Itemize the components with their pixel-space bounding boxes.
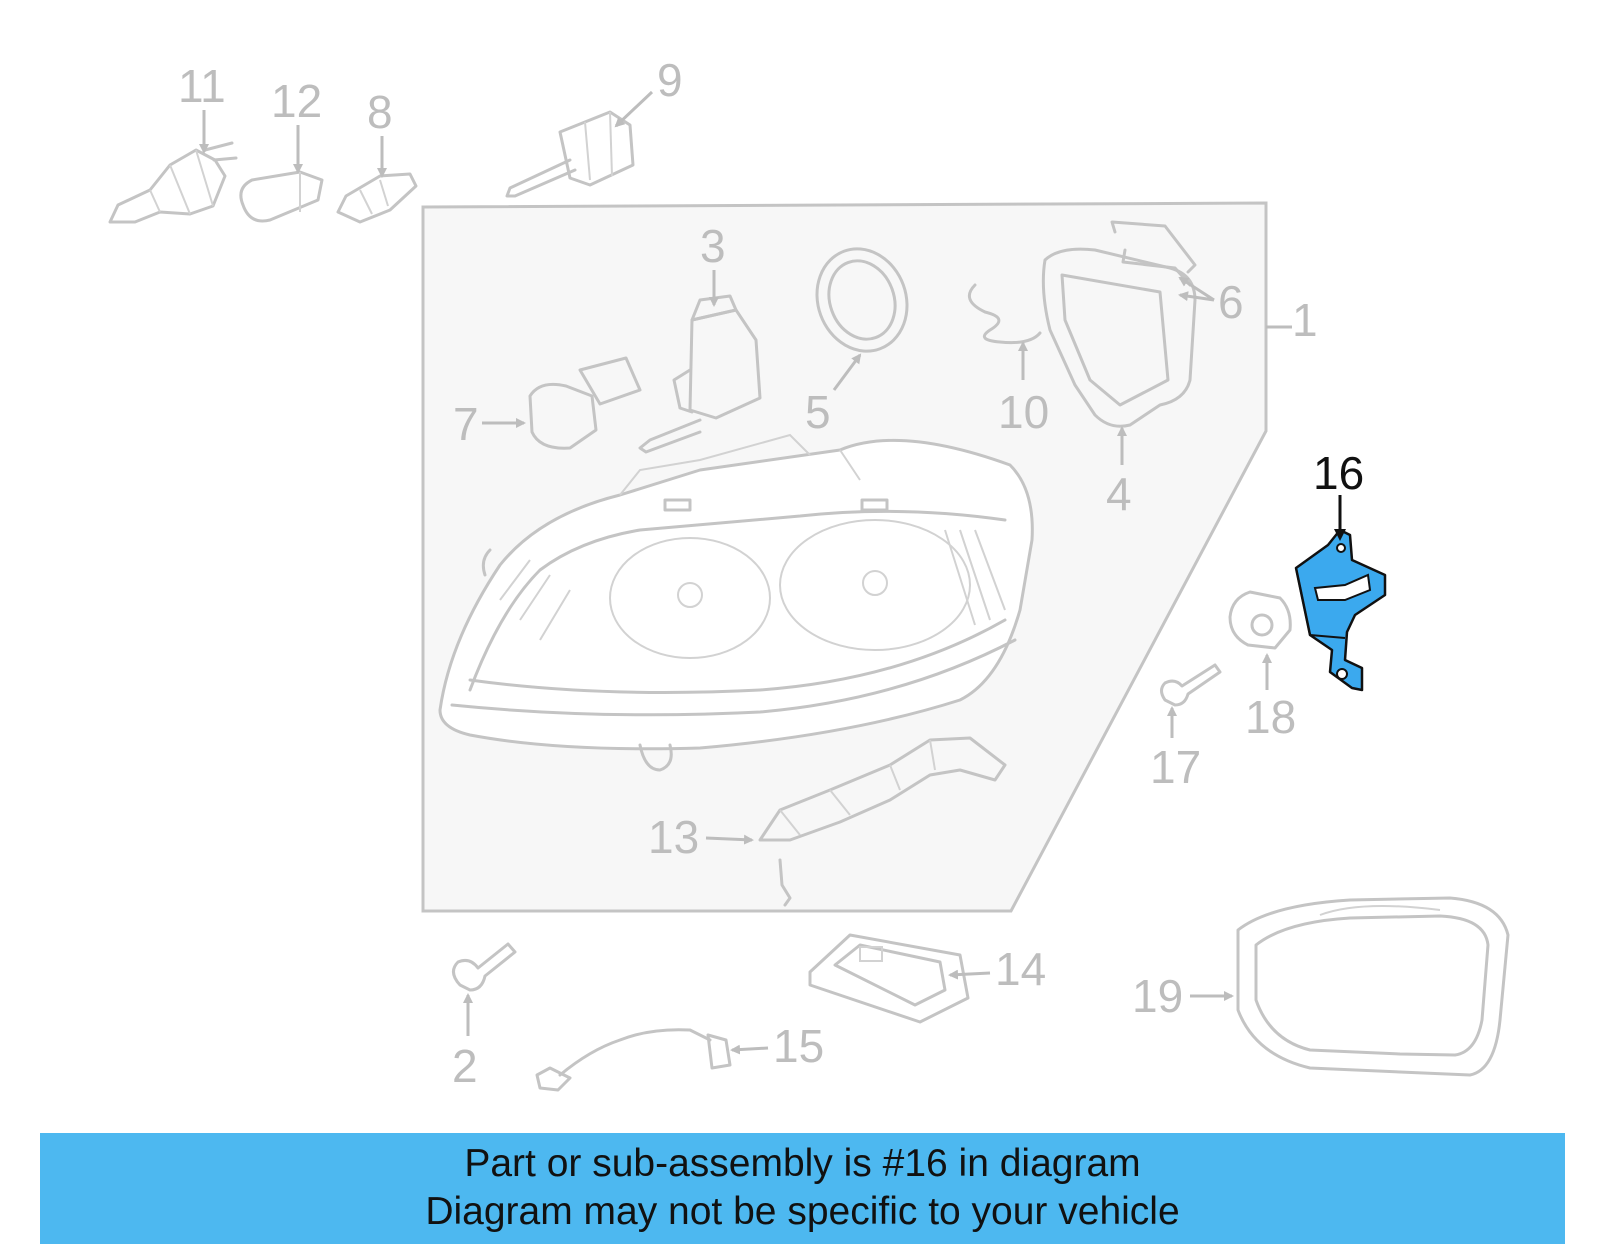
bracket-part-16-highlighted	[1294, 528, 1387, 692]
callout-12: 12	[271, 75, 322, 174]
callout-8: 8	[367, 86, 393, 178]
bulb-part-7	[528, 356, 642, 450]
svg-text:7: 7	[453, 398, 479, 450]
info-banner: Part or sub-assembly is #16 in diagram D…	[40, 1133, 1565, 1244]
bracket-part-13	[758, 736, 1007, 907]
callout-10: 10	[998, 341, 1049, 438]
callout-17: 17	[1150, 706, 1201, 793]
grommet-part-18	[1228, 590, 1292, 650]
svg-text:5: 5	[805, 386, 831, 438]
callout-6: 6	[1178, 276, 1244, 328]
svg-text:10: 10	[998, 386, 1049, 438]
banner-line-part-number: Part or sub-assembly is #16 in diagram	[464, 1142, 1141, 1185]
bulb-part-12	[239, 170, 324, 223]
gasket-part-19	[1236, 896, 1510, 1077]
svg-text:18: 18	[1245, 691, 1296, 743]
callout-9: 9	[614, 54, 683, 128]
bulb-part-8	[336, 172, 418, 224]
bulb-part-11	[108, 141, 238, 224]
callout-4: 4	[1106, 426, 1132, 520]
headlamp-housing	[438, 433, 1034, 772]
svg-text:15: 15	[773, 1020, 824, 1072]
svg-text:14: 14	[995, 943, 1046, 995]
callout-5: 5	[805, 353, 862, 438]
callout-15: 15	[730, 1020, 824, 1072]
cover-part-4	[1041, 247, 1197, 428]
spring-part-10	[967, 283, 1042, 345]
svg-text:1: 1	[1292, 294, 1318, 346]
callout-1: 1	[1266, 294, 1318, 346]
screw-part-2	[452, 942, 517, 992]
svg-text:9: 9	[657, 54, 683, 106]
svg-text:11: 11	[178, 60, 226, 112]
bulb-part-9	[505, 110, 635, 198]
callout-2: 2	[452, 993, 478, 1092]
clips-part-6	[1110, 220, 1197, 287]
callout-19: 19	[1132, 970, 1234, 1022]
svg-text:12: 12	[271, 75, 322, 127]
svg-text:4: 4	[1106, 468, 1132, 520]
svg-text:3: 3	[700, 220, 726, 272]
svg-text:6: 6	[1218, 276, 1244, 328]
bolt-part-17	[1160, 663, 1222, 707]
svg-text:19: 19	[1132, 970, 1183, 1022]
callout-13: 13	[648, 811, 754, 863]
callout-18: 18	[1245, 653, 1296, 743]
callout-14: 14	[948, 943, 1046, 995]
module-part-14	[808, 933, 970, 1024]
wire-part-15	[535, 1028, 732, 1092]
banner-line-disclaimer: Diagram may not be specific to your vehi…	[425, 1190, 1180, 1233]
svg-text:17: 17	[1150, 741, 1201, 793]
svg-text:8: 8	[367, 86, 393, 138]
callout-16-highlighted: 16	[1313, 447, 1364, 541]
svg-text:13: 13	[648, 811, 699, 863]
svg-text:16: 16	[1313, 447, 1364, 499]
callout-3: 3	[700, 220, 726, 307]
bulb-part-3	[638, 294, 762, 454]
ring-part-5	[815, 247, 909, 353]
svg-text:2: 2	[452, 1040, 478, 1092]
callout-7: 7	[453, 398, 526, 450]
callout-11: 11	[178, 60, 226, 154]
